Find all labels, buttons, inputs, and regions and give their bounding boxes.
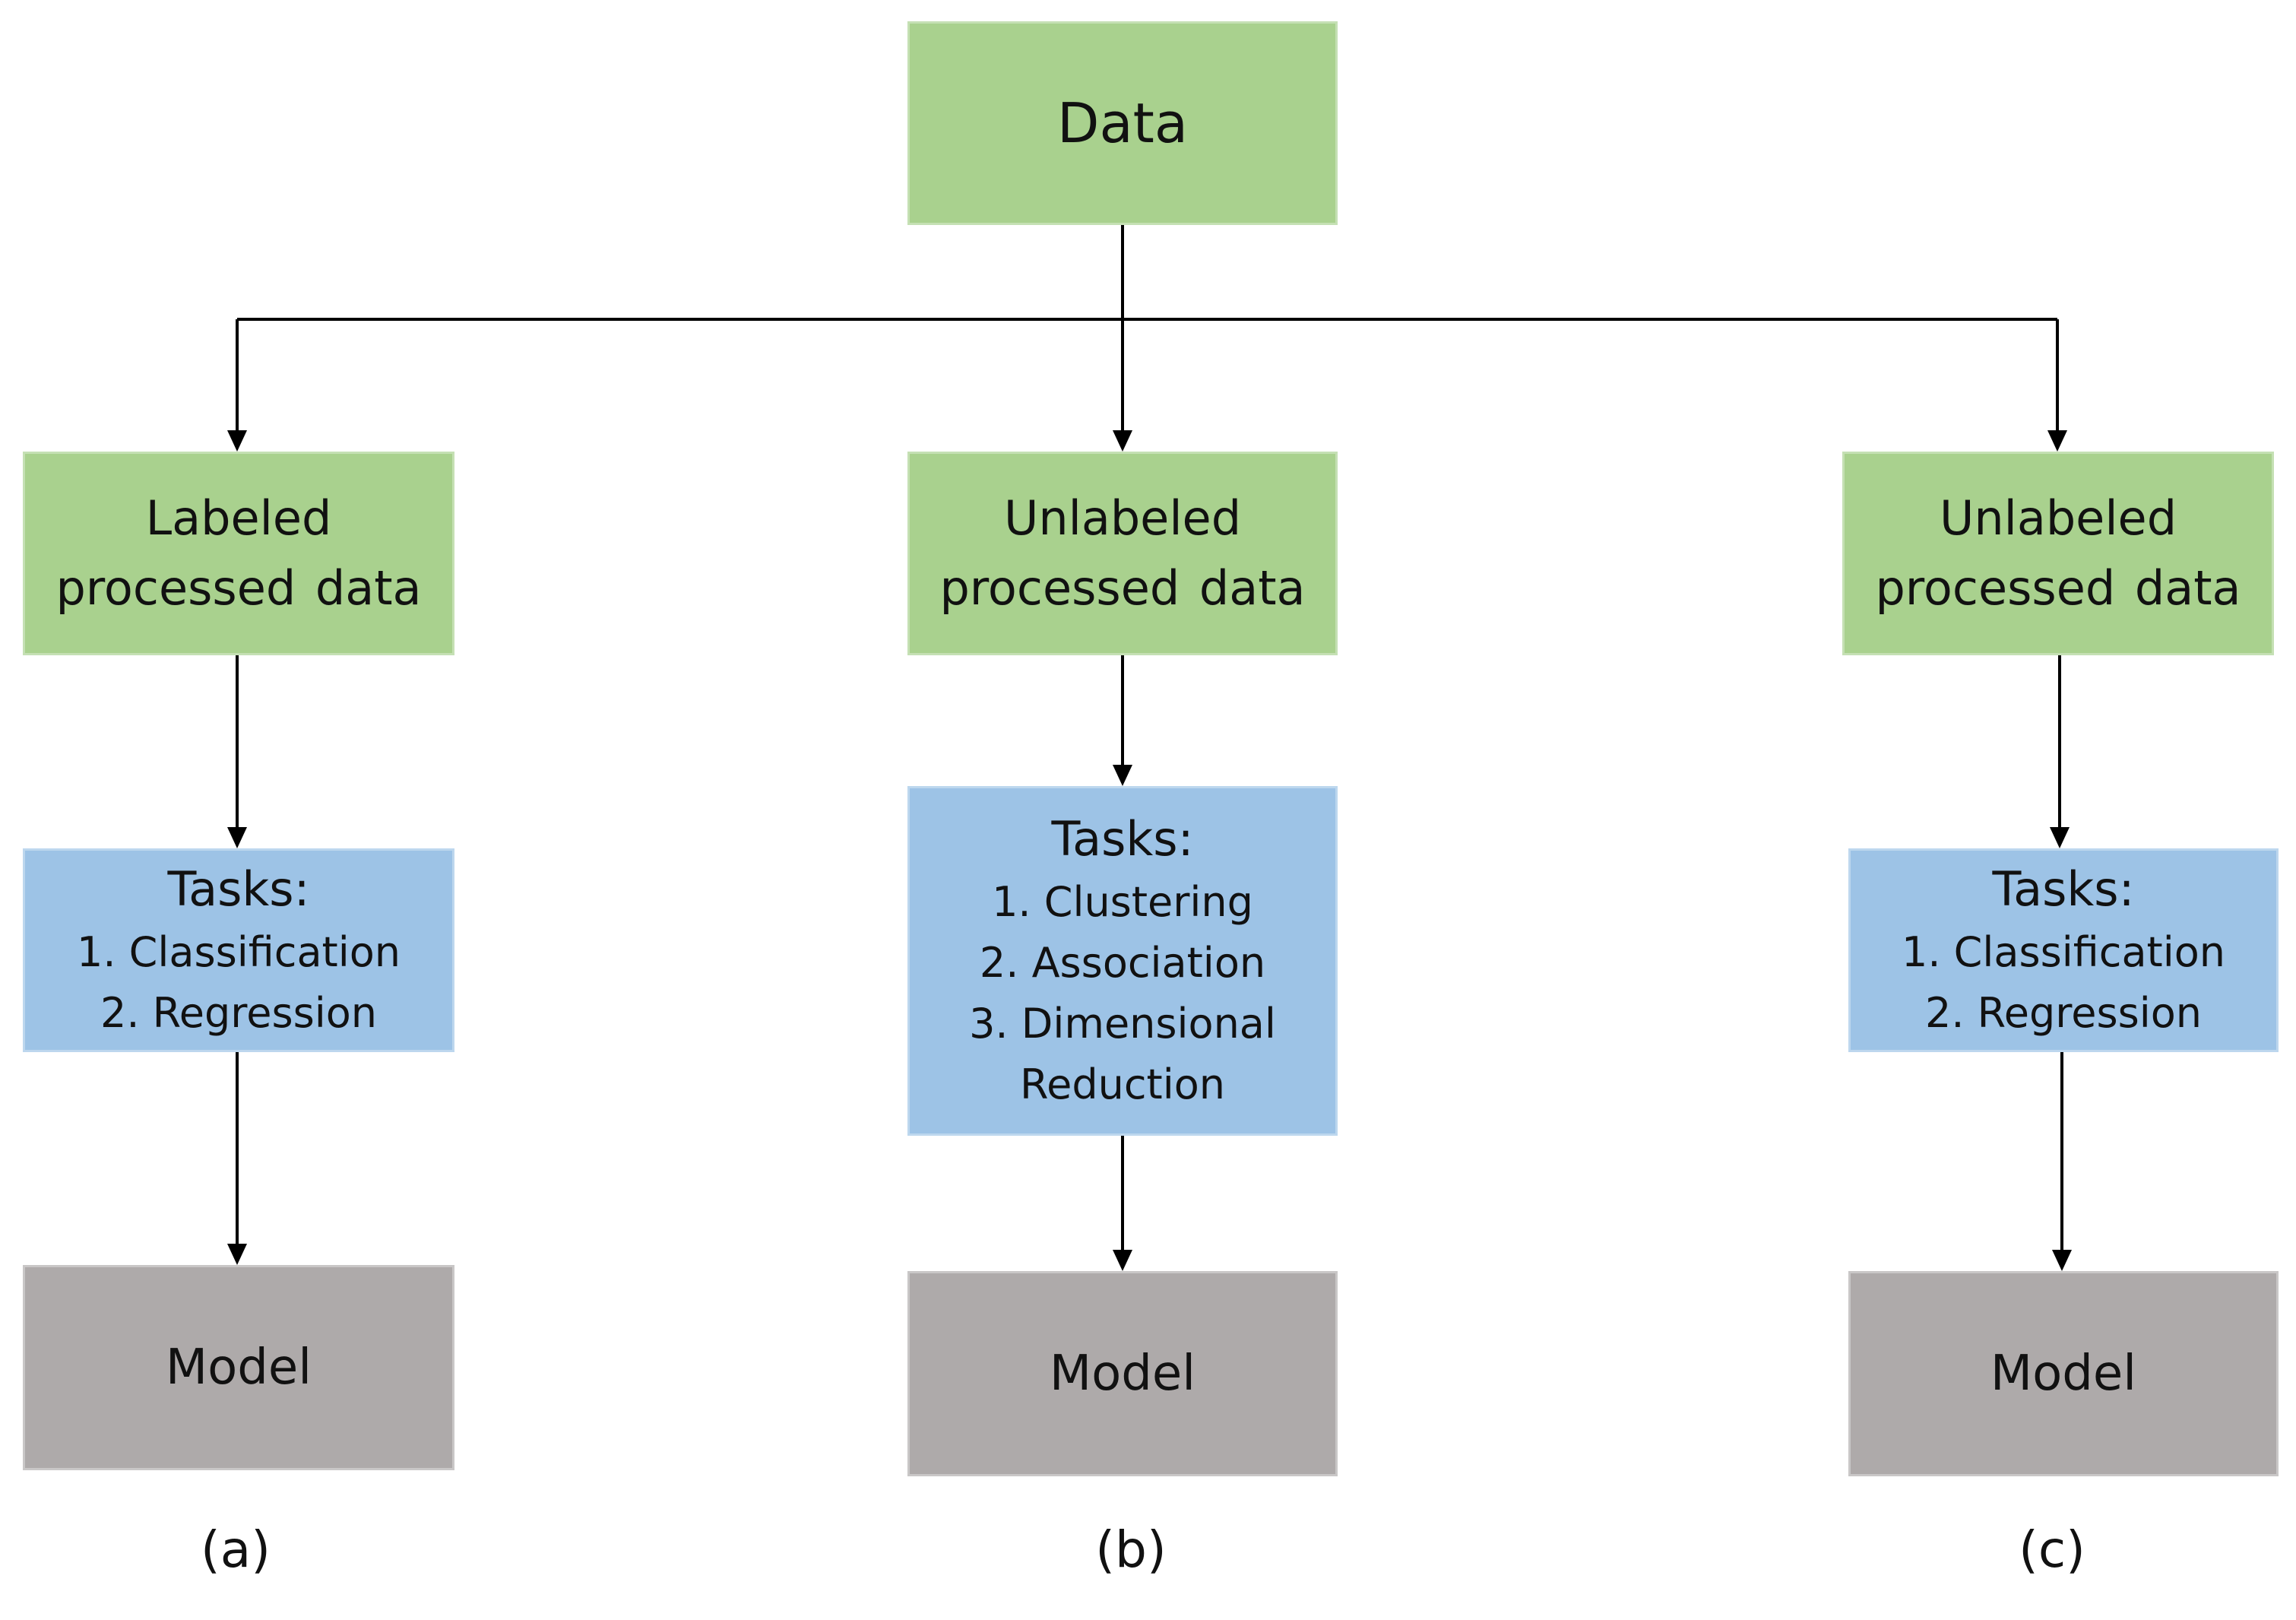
task-item-a-2: 2. Regression [100, 989, 378, 1037]
tasks-box-c: Tasks: 1. Classification 2. Regression [1848, 848, 2279, 1052]
task-item-c-1: 1. Classification [1902, 928, 2225, 976]
processed-data-box-a: Labeled processed data [23, 452, 454, 655]
task-item-b-1: 1. Clustering [992, 878, 1253, 926]
arrowhead-b2 [1113, 765, 1132, 786]
task-item-c-2: 2. Regression [1924, 989, 2203, 1037]
tasks-heading-a: Tasks: [167, 861, 310, 917]
data-root-box: Data [907, 21, 1338, 225]
model-label-c: Model [1990, 1346, 2137, 1402]
arrowhead-c2 [2050, 827, 2070, 848]
model-label-a: Model [165, 1339, 312, 1396]
processed-data-line1-b: Unlabeled [1003, 490, 1242, 546]
processed-data-box-c: Unlabeled processed data [1842, 452, 2274, 655]
task-item-b-2: 2. Association [979, 939, 1266, 987]
processed-data-line2-b: processed data [939, 560, 1306, 616]
tasks-heading-b: Tasks: [1051, 811, 1194, 867]
arrowhead-c1 [2047, 430, 2067, 452]
arrowhead-a3 [227, 1244, 247, 1265]
data-root-label: Data [1057, 91, 1188, 155]
caption-a: (a) [201, 1520, 271, 1579]
model-box-c: Model [1848, 1271, 2279, 1476]
caption-c: (c) [2019, 1520, 2085, 1579]
task-item-b-3: 3. Dimensional [969, 1000, 1276, 1048]
task-item-b-4: Reduction [1020, 1060, 1225, 1108]
tasks-box-b: Tasks: 1. Clustering 2. Association 3. D… [907, 786, 1338, 1136]
tasks-box-a: Tasks: 1. Classification 2. Regression [23, 848, 454, 1052]
arrowhead-a1 [227, 430, 247, 452]
processed-data-line2-c: processed data [1875, 560, 2241, 616]
arrowhead-b3 [1113, 1250, 1132, 1271]
arrowhead-a2 [227, 827, 247, 848]
model-label-b: Model [1049, 1346, 1196, 1402]
task-item-a-1: 1. Classification [77, 928, 401, 976]
model-box-a: Model [23, 1265, 454, 1470]
model-box-b: Model [907, 1271, 1338, 1476]
caption-b: (b) [1095, 1520, 1167, 1579]
arrowhead-b1 [1113, 430, 1132, 452]
processed-data-line1-c: Unlabeled [1939, 490, 2177, 546]
processed-data-line2-a: processed data [55, 560, 422, 616]
processed-data-box-b: Unlabeled processed data [907, 452, 1338, 655]
tasks-heading-c: Tasks: [1992, 861, 2135, 917]
processed-data-line1-a: Labeled [145, 490, 332, 546]
arrowhead-c3 [2052, 1250, 2072, 1271]
